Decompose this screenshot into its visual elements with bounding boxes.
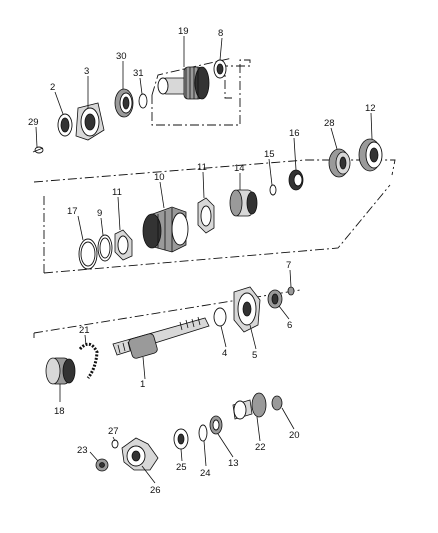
part-5-housing <box>233 286 261 333</box>
callout-12: 12 <box>365 103 376 114</box>
leader-lines <box>35 36 373 484</box>
callout-13: 13 <box>228 458 239 469</box>
callout-22: 22 <box>255 442 266 453</box>
callout-25: 25 <box>176 462 187 473</box>
part-9-ring <box>97 234 113 262</box>
part-25-seal <box>173 428 189 450</box>
callout-27: 27 <box>108 426 119 437</box>
part-29-pin <box>32 146 44 154</box>
callout-6: 6 <box>287 320 292 331</box>
part-10-drum <box>142 206 189 253</box>
part-21-chain <box>78 342 99 379</box>
callout-26: 26 <box>150 485 161 496</box>
part-13-bearing <box>209 415 223 435</box>
part-19-gear-shaft <box>157 66 210 100</box>
callout-8: 8 <box>218 28 223 39</box>
callout-19: 19 <box>178 26 189 37</box>
part-30-bearing <box>114 88 134 118</box>
part-27-washer <box>111 439 119 449</box>
callout-3: 3 <box>84 66 89 77</box>
callout-20: 20 <box>289 430 300 441</box>
callout-2: 2 <box>50 82 55 93</box>
part-26-flange <box>121 437 159 471</box>
callout-9: 9 <box>97 208 102 219</box>
part-15-snap-ring <box>269 184 277 196</box>
callout-21: 21 <box>79 325 90 336</box>
part-12-gear <box>358 138 383 172</box>
callout-5: 5 <box>252 350 257 361</box>
group-outline-top <box>151 59 251 126</box>
callout-23: 23 <box>77 445 88 456</box>
callout-17: 17 <box>67 206 78 217</box>
part-18-sprocket <box>45 357 76 385</box>
callout-28: 28 <box>324 118 335 129</box>
callout-14: 14 <box>234 163 245 174</box>
callout-30: 30 <box>116 51 127 62</box>
part-1-mainshaft <box>112 316 210 359</box>
group-outline-middle <box>33 159 396 274</box>
part-23-nut <box>95 458 109 472</box>
callout-7: 7 <box>286 260 291 271</box>
callout-1: 1 <box>140 379 145 390</box>
part-3-retainer <box>75 102 105 141</box>
callout-11-right: 11 <box>197 162 207 173</box>
part-11-gasket-right <box>197 197 215 234</box>
part-8-bearing <box>213 59 227 79</box>
part-16-ring <box>288 169 304 191</box>
part-22-output-gear <box>232 392 267 420</box>
part-28-hub <box>328 148 351 178</box>
callout-16: 16 <box>289 128 300 139</box>
callout-15: 15 <box>264 149 275 160</box>
callout-11-left: 11 <box>112 187 122 198</box>
part-11-gasket-left <box>114 229 133 261</box>
callout-4: 4 <box>222 348 227 359</box>
part-6-bearing <box>267 289 283 309</box>
callout-18: 18 <box>54 406 65 417</box>
callout-24: 24 <box>200 468 211 479</box>
part-17-ring <box>78 238 98 270</box>
part-7-nut <box>287 286 295 296</box>
part-20-bearing <box>271 395 283 411</box>
group-outline-top-left <box>151 57 233 96</box>
part-14-hub <box>229 189 258 217</box>
callout-10: 10 <box>154 172 165 183</box>
part-2-seal <box>57 113 73 137</box>
part-31-snap-ring <box>138 93 148 109</box>
callout-29: 29 <box>28 117 39 128</box>
callout-labels: 1 2 3 4 5 6 7 8 9 10 11 11 12 13 14 15 1… <box>28 26 376 496</box>
part-4-ring <box>213 307 227 327</box>
part-24-ring <box>198 424 208 442</box>
callout-31: 31 <box>133 68 144 79</box>
